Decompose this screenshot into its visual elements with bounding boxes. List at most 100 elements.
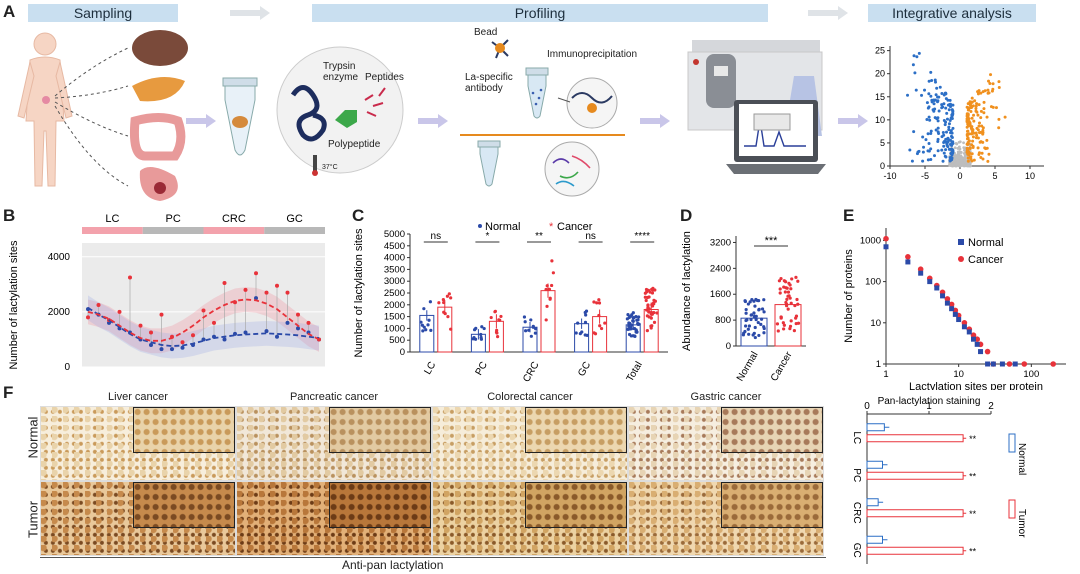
point-blue — [944, 148, 948, 152]
point-blue — [929, 70, 933, 74]
point-gray — [962, 146, 966, 150]
point-gray — [954, 142, 958, 145]
x-tick-label: GC — [576, 360, 593, 378]
point-gray — [957, 145, 961, 149]
point — [786, 307, 790, 311]
point-blue — [940, 148, 944, 152]
point-orange — [980, 151, 984, 155]
point-blue — [940, 91, 944, 95]
point-cancer — [222, 280, 227, 285]
point-normal — [576, 321, 580, 325]
point-normal — [940, 293, 946, 299]
point-gray — [957, 156, 961, 160]
point-normal — [479, 332, 483, 337]
point-blue — [944, 120, 948, 124]
group-strip — [142, 227, 204, 234]
point-blue — [941, 159, 945, 163]
legend-label-tumor: Tumor — [1016, 509, 1027, 538]
point-gray — [956, 154, 960, 158]
point-orange — [967, 120, 971, 124]
point — [752, 331, 756, 335]
point-orange — [975, 126, 979, 130]
point — [781, 321, 785, 325]
point-cancer — [547, 287, 552, 291]
point-normal — [629, 334, 633, 338]
point-cancer — [493, 310, 497, 314]
point-normal — [978, 349, 984, 355]
point-orange — [981, 128, 985, 132]
point-cancer — [296, 312, 300, 317]
point-blue — [936, 119, 940, 123]
y-tick-label: 1 — [876, 359, 881, 370]
point-orange — [977, 152, 981, 156]
col-title-colorectal: Colorectal cancer — [487, 391, 573, 403]
y-tick-label: GC — [851, 543, 862, 558]
point-orange — [971, 139, 975, 143]
point-cancer — [592, 300, 596, 304]
point-gray — [967, 162, 971, 166]
point-normal — [480, 325, 484, 329]
point — [790, 277, 794, 281]
y-tick-label: 4000 — [384, 253, 405, 264]
y-tick-label: 800 — [715, 315, 731, 326]
point — [741, 333, 745, 337]
point-normal — [584, 313, 588, 317]
digestion-illustration — [222, 46, 404, 176]
point — [743, 299, 747, 303]
point-orange — [971, 145, 975, 149]
bar-normal — [866, 423, 885, 432]
point-blue — [915, 55, 919, 59]
panel-label-b: B — [3, 206, 16, 225]
point-orange — [1003, 115, 1007, 119]
point — [749, 317, 753, 322]
point — [779, 316, 783, 320]
x-tick-label: Cancer — [769, 349, 795, 383]
point — [786, 290, 791, 294]
point-cancer — [159, 312, 164, 317]
point-orange — [970, 116, 974, 120]
point-orange — [997, 117, 1001, 121]
point-normal — [421, 329, 425, 333]
point — [762, 298, 766, 302]
label-immunoprecipitation: Immunoprecipitation — [547, 49, 638, 60]
y-axis-label: Number of proteins — [843, 249, 855, 343]
point — [782, 323, 786, 327]
point-cancer — [647, 307, 651, 311]
point-blue — [934, 80, 938, 84]
point-orange — [976, 113, 980, 117]
bar-cancer — [540, 290, 556, 353]
point-cancer — [598, 324, 602, 328]
y-tick-label: 1600 — [710, 289, 731, 300]
point-normal — [522, 315, 527, 319]
label-peptides: Peptides — [365, 72, 404, 83]
y-tick-label: 10 — [870, 318, 881, 329]
point-normal — [583, 310, 587, 315]
point-cancer — [984, 348, 991, 355]
sig-label: **** — [634, 231, 650, 242]
point-normal — [531, 325, 535, 329]
point — [782, 327, 786, 331]
point-normal — [422, 325, 426, 329]
x-tick-label: Total — [625, 360, 645, 384]
point-normal — [883, 244, 889, 250]
point-normal — [159, 347, 164, 352]
point-normal — [631, 319, 635, 323]
point-cancer — [264, 290, 269, 295]
point-cancer — [499, 314, 503, 319]
zoom-inset — [133, 482, 235, 528]
point-orange — [994, 106, 998, 110]
point-cancer — [442, 300, 446, 305]
point-normal — [275, 334, 279, 339]
point-orange — [979, 116, 983, 120]
legend-label-normal: Normal — [485, 221, 520, 233]
mass-spectrometer-illustration — [687, 40, 826, 174]
point-normal — [966, 329, 972, 335]
panel-label-a: A — [3, 2, 16, 21]
point-orange — [966, 136, 970, 140]
human-organ-illustration — [17, 30, 188, 201]
point-orange — [967, 106, 971, 110]
point-blue — [925, 118, 929, 122]
point-blue — [945, 117, 949, 121]
point-blue — [927, 115, 931, 119]
point-blue — [929, 158, 933, 162]
